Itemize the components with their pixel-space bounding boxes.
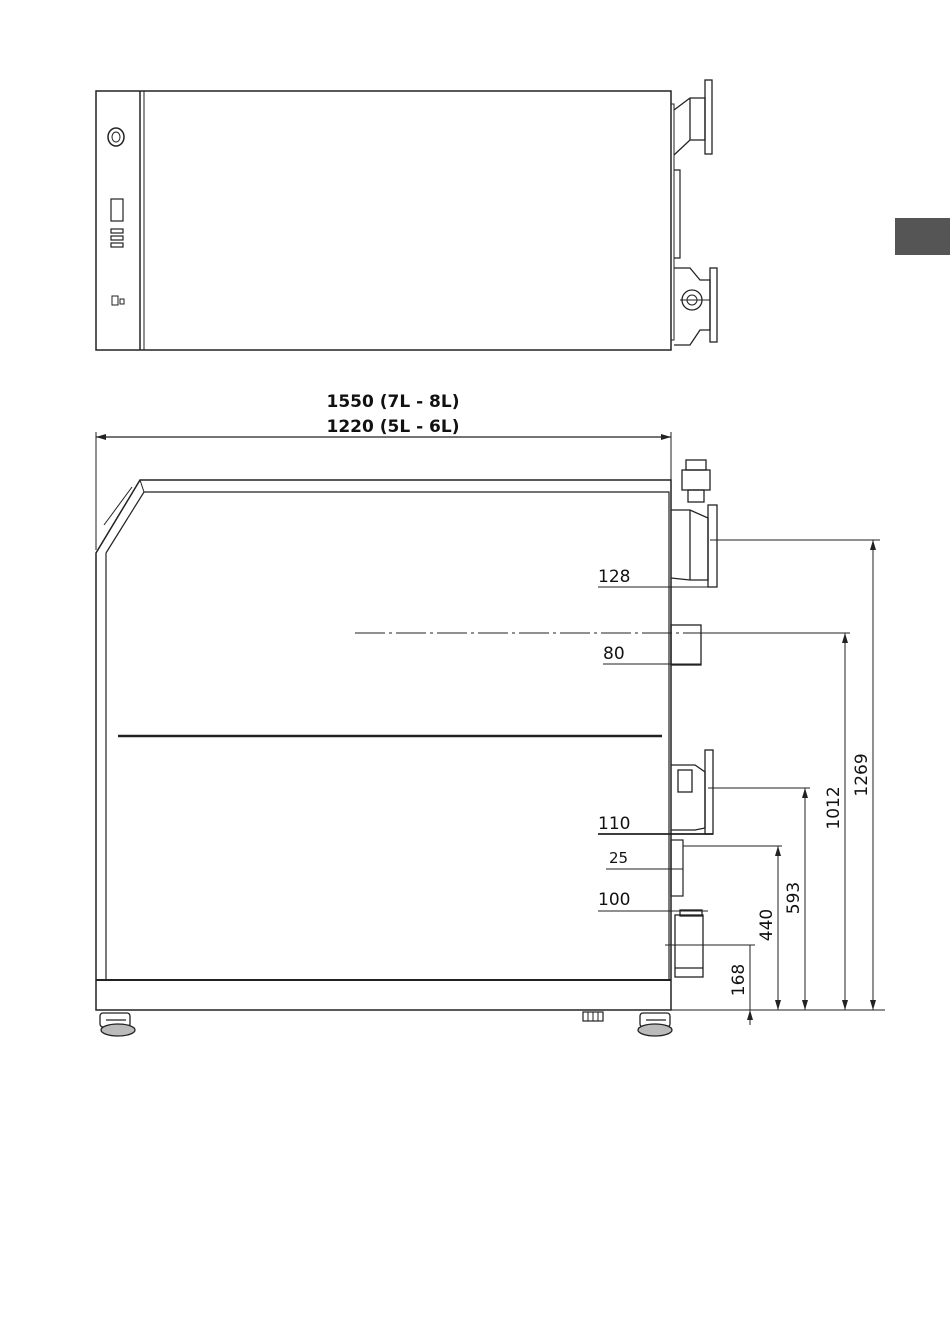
- dim-168: 168: [729, 964, 749, 996]
- control-knob-icon: [108, 128, 124, 146]
- wheel-left-icon: [100, 1013, 135, 1036]
- dim-100: 100: [598, 890, 630, 910]
- switch-icon: [112, 296, 118, 305]
- top-view: [96, 80, 717, 350]
- dim-25: 25: [609, 849, 628, 867]
- upper-flange: [671, 505, 717, 587]
- side-view-body: [96, 480, 671, 1010]
- top-view-flange-upper: [674, 80, 712, 155]
- connector-80: [671, 625, 701, 665]
- dim-593: 593: [784, 882, 804, 914]
- dim-110: 110: [598, 814, 630, 834]
- dim-128: 128: [598, 567, 630, 587]
- top-view-flange-lower: [674, 268, 717, 345]
- width-label-small: 1220 (5L - 6L): [327, 417, 460, 437]
- connector-25: [671, 840, 683, 896]
- dim-1012: 1012: [824, 786, 844, 829]
- middle-flange: [671, 750, 713, 834]
- button-row-icon: [111, 229, 123, 247]
- side-view: [96, 460, 845, 1036]
- width-dimension: 1550 (7L - 8L) 1220 (5L - 6L): [96, 392, 671, 550]
- dim-1269: 1269: [852, 753, 872, 796]
- wheel-right-icon: [638, 1013, 672, 1036]
- dim-80: 80: [603, 644, 625, 664]
- display-icon: [111, 199, 123, 221]
- connector-100: [675, 910, 703, 977]
- width-label-large: 1550 (7L - 8L): [327, 392, 460, 412]
- air-vent-icon: [682, 460, 710, 502]
- top-view-body: [96, 91, 671, 350]
- dim-440: 440: [757, 909, 777, 941]
